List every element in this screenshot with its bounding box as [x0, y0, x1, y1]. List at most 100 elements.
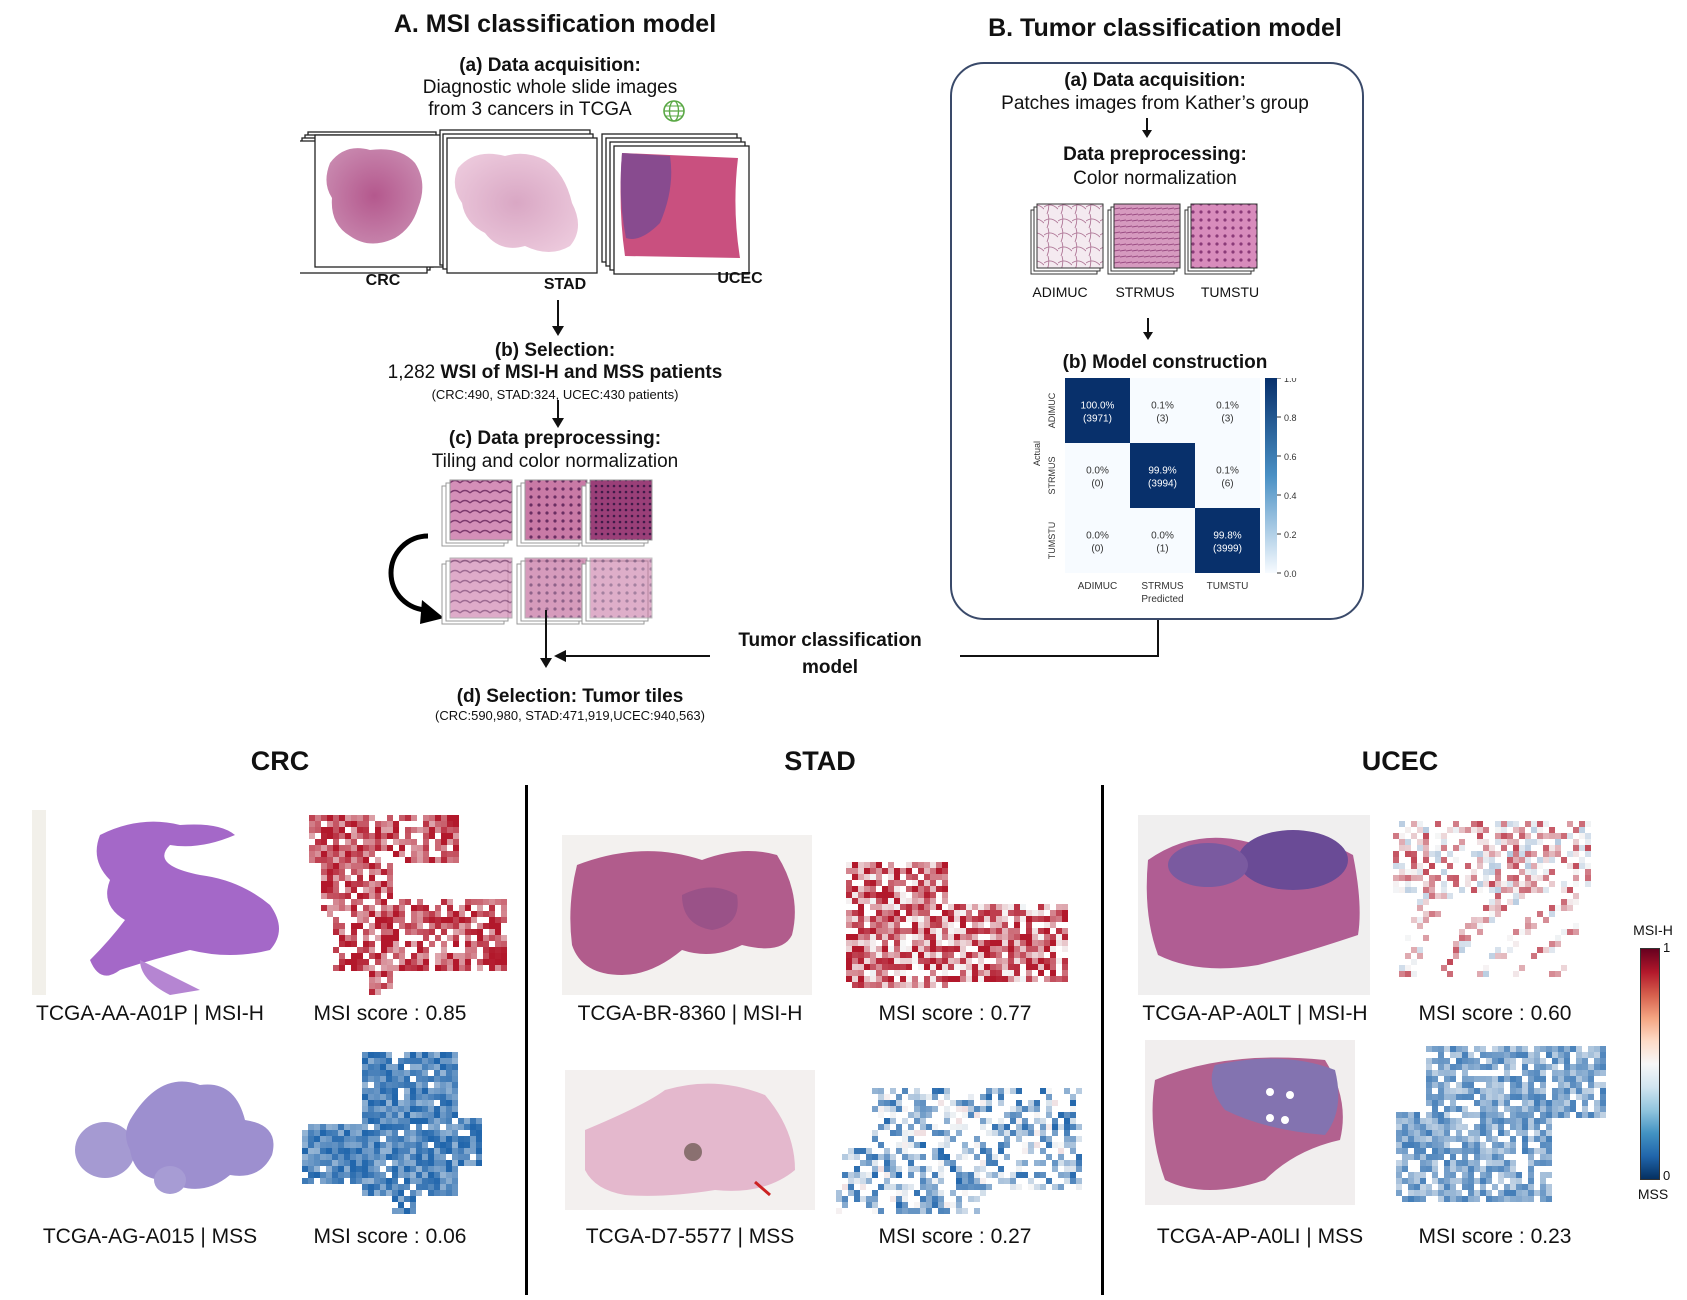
cm-cell: [1065, 508, 1130, 573]
cm-cell-count: (3): [1156, 414, 1168, 425]
section-title-crc: CRC: [250, 746, 310, 776]
stad-slide-stack: [439, 129, 598, 274]
cm-cell: [1130, 508, 1195, 573]
caption-ucec-mss-score: MSI score : 0.23: [1418, 1225, 1572, 1248]
caption-ucec-msi-h-slide: TCGA-AP-A0LT | MSI-H: [1142, 1002, 1368, 1025]
panel-b-preprocess-line: Color normalization: [1073, 168, 1237, 189]
tile-stacks: [388, 479, 653, 625]
arrow-down-icon: [552, 300, 564, 336]
cm-colorbar-tick: 0.6: [1284, 452, 1297, 462]
panel-b-box: [950, 62, 1364, 620]
cm-cell-percent: 100.0%: [1081, 401, 1115, 412]
cm-cell-percent: 0.0%: [1151, 531, 1174, 542]
wsi-thumbnail-stad-mss: [565, 1070, 815, 1210]
msi-colorbar: [1640, 948, 1660, 1180]
cm-colorbar-tick: 1.0: [1284, 378, 1297, 384]
legend-bottom-label: MSS: [1637, 1186, 1669, 1202]
caption-ucec-mss-slide: TCGA-AP-A0LI | MSS: [1156, 1225, 1364, 1248]
cm-cell-percent: 0.1%: [1216, 401, 1239, 412]
panel-a-step-c-title: (c) Data preprocessing:: [448, 428, 662, 449]
wsi-thumbnail-ucec-mss: [1145, 1040, 1355, 1205]
slide-label-crc: CRC: [365, 272, 401, 289]
patch-label-tumstu: TUMSTU: [1200, 284, 1260, 300]
heatmap-crc-msi-h: [309, 815, 507, 995]
cm-colorbar: [1265, 378, 1277, 573]
heatmap-crc-mss: [302, 1052, 482, 1214]
globe-icon: [663, 100, 685, 122]
crc-slide-stack: [300, 131, 444, 274]
cm-cell: [1195, 508, 1260, 573]
cm-col-label: TUMSTU: [1207, 581, 1249, 592]
cm-cell: [1065, 443, 1130, 508]
cm-cell: [1195, 443, 1260, 508]
wsi-thumbnail-stad-msi-h: [562, 835, 812, 995]
cm-cell: [1130, 443, 1195, 508]
confusion-matrix: 100.0% (3971) 0.1% (3) 0.1% (3) 0.0% (0) 99.9% (3…: [1032, 378, 1297, 605]
heatmap-stad-msi-h: [846, 862, 1068, 988]
caption-crc-mss-score: MSI score : 0.06: [313, 1225, 467, 1248]
cm-row-label: TUMSTU: [1047, 522, 1057, 560]
cm-colorbar-tick: 0.4: [1284, 491, 1297, 501]
section-title-ucec: UCEC: [1361, 746, 1439, 776]
slide-label-stad: STAD: [543, 276, 587, 293]
cm-cell-count: (3971): [1083, 414, 1112, 425]
tumor-model-connector: [540, 610, 1159, 668]
wsi-thumbnail-ucec-msi-h: [1138, 815, 1370, 995]
panel-a-step-a-line1: Diagnostic whole slide images: [422, 77, 678, 98]
wsi-slide-stacks: [300, 129, 750, 275]
cm-col-label: STRMUS: [1141, 581, 1184, 592]
arrow-down-icon: [1143, 318, 1153, 340]
panel-a-step-b-title: (b) Selection:: [494, 340, 616, 361]
wsi-description: WSI of MSI-H and MSS patients: [440, 362, 723, 383]
cm-cell-count: (3999): [1213, 544, 1242, 555]
cm-cell-count: (1): [1156, 544, 1168, 555]
cm-cell-count: (3): [1221, 414, 1233, 425]
cm-cell-count: (3994): [1148, 479, 1177, 490]
legend-top-label: MSI-H: [1633, 922, 1673, 938]
cm-colorbar-tick: 0.8: [1284, 413, 1297, 423]
arrow-down-icon: [1142, 118, 1152, 138]
cm-cell-percent: 99.8%: [1213, 531, 1241, 542]
cm-y-axis-label: Actual: [1032, 441, 1042, 466]
cm-cell: [1065, 378, 1130, 443]
panel-a-step-a-title: (a) Data acquisition:: [459, 55, 641, 76]
patch-label-adimuc: ADIMUC: [1032, 284, 1088, 300]
patch-image-stacks: [1030, 203, 1258, 275]
heatmap-ucec-msi-h: [1393, 821, 1591, 977]
wsi-thumbnail-crc-msi-h: [32, 810, 279, 995]
heatmap-ucec-mss: [1396, 1046, 1606, 1202]
caption-stad-mss-slide: TCGA-D7-5577 | MSS: [585, 1225, 795, 1248]
wsi-thumbnail-crc-mss: [75, 1081, 274, 1194]
panel-a-step-d-title: (d) Selection: Tumor tiles: [456, 686, 684, 707]
cm-cell-count: (6): [1221, 479, 1233, 490]
ucec-slide-stack: [601, 133, 750, 275]
heatmap-stad-mss: [836, 1088, 1082, 1214]
panel-a-title: A. MSI classification model: [393, 10, 717, 38]
divider: [525, 785, 528, 1295]
panel-b-step-b-title: (b) Model construction: [1062, 352, 1268, 373]
cm-cell-percent: 0.1%: [1151, 401, 1174, 412]
legend-max-tick: 1: [1663, 940, 1671, 955]
tumor-model-label-2: model: [802, 657, 858, 678]
legend-min-tick: 0: [1663, 1168, 1671, 1183]
caption-crc-mss-slide: TCGA-AG-A015 | MSS: [42, 1225, 258, 1248]
cm-x-axis-label: Predicted: [1141, 594, 1183, 605]
caption-stad-mss-score: MSI score : 0.27: [878, 1225, 1032, 1248]
panel-a-step-c-line: Tiling and color normalization: [431, 451, 679, 472]
cm-cell-percent: 0.0%: [1086, 466, 1109, 477]
caption-ucec-msi-h-score: MSI score : 0.60: [1418, 1002, 1572, 1025]
cm-cell: [1195, 378, 1260, 443]
cm-row-label: ADIMUC: [1047, 392, 1057, 428]
panel-b-preprocess-title: Data preprocessing:: [1063, 144, 1247, 165]
cm-cell-percent: 99.9%: [1148, 466, 1176, 477]
cm-cell: [1130, 378, 1195, 443]
patch-label-strmus: STRMUS: [1115, 284, 1175, 300]
cm-cell-count: (0): [1091, 479, 1103, 490]
panel-b-step-a-title: (a) Data acquisition:: [1064, 70, 1246, 91]
panel-a-step-b-line: 1,282 WSI of MSI-H and MSS patients: [340, 362, 770, 384]
cm-cell-count: (0): [1091, 544, 1103, 555]
caption-crc-msi-h-score: MSI score : 0.85: [313, 1002, 467, 1025]
caption-crc-msi-h-slide: TCGA-AA-A01P | MSI-H: [36, 1002, 264, 1025]
cm-colorbar-tick: 0.2: [1284, 530, 1297, 540]
